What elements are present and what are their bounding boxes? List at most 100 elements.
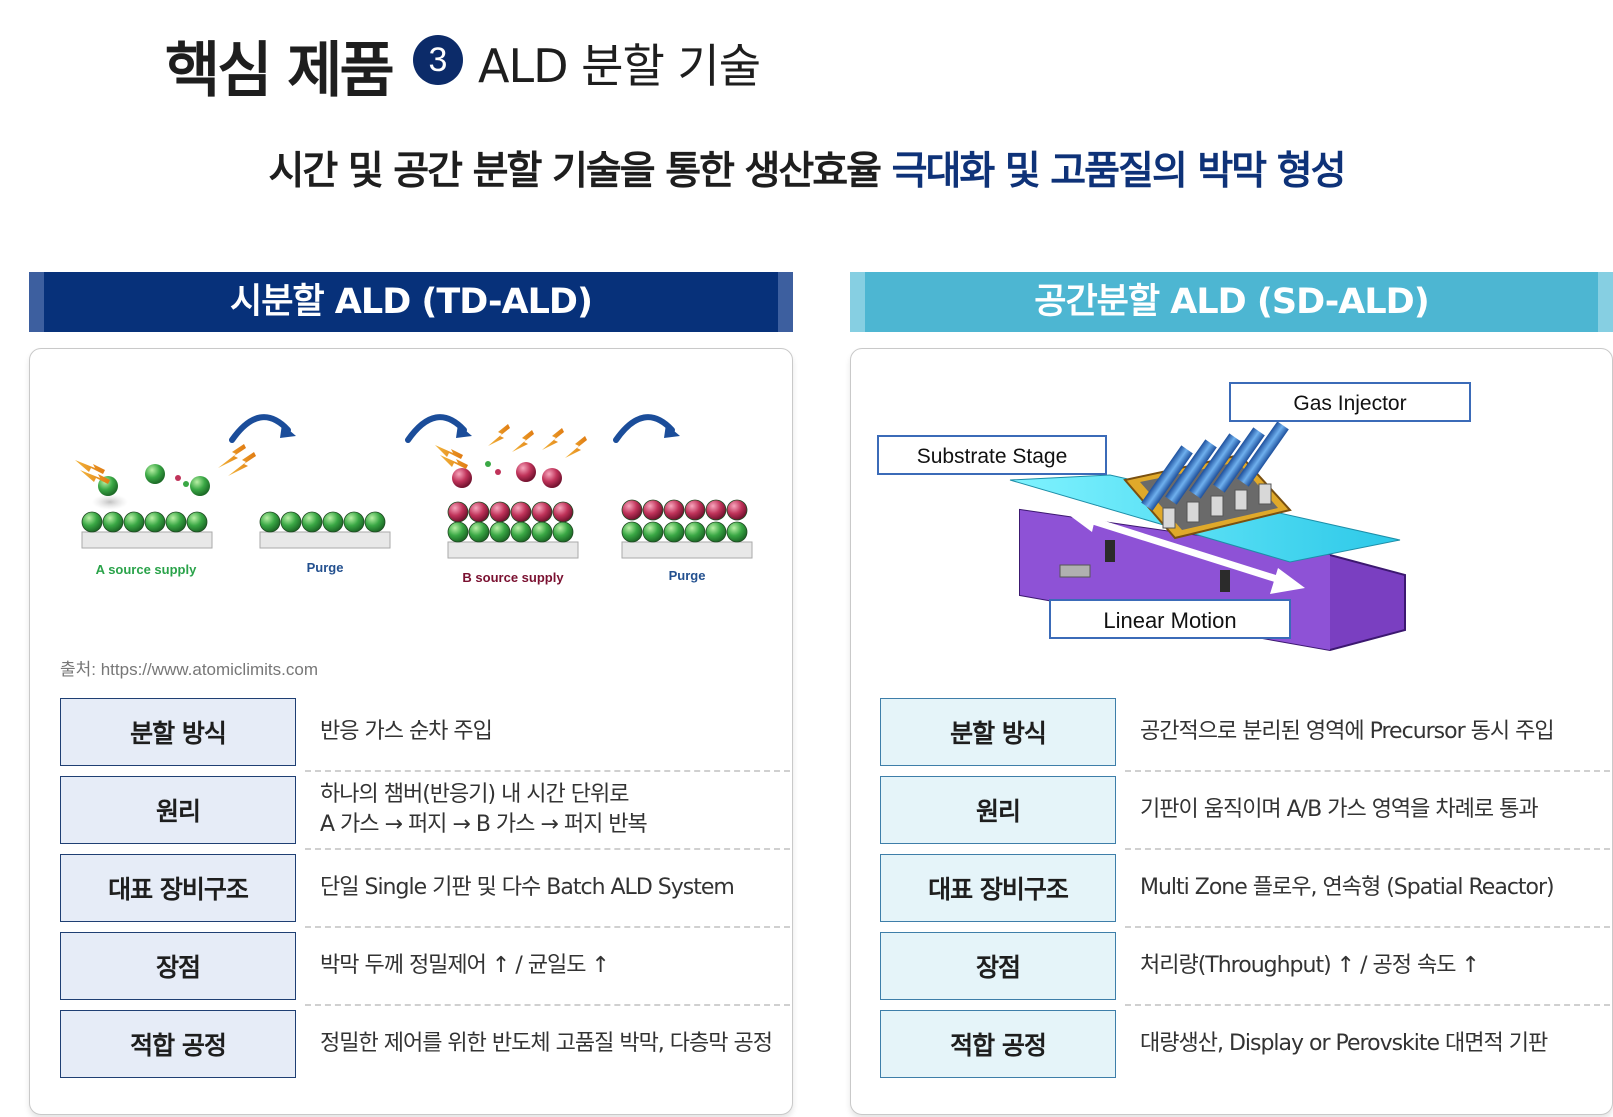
molecule-icon: [510, 501, 532, 523]
molecule-icon: [102, 511, 124, 533]
row-value: 기판이 움직이며 A/B 가스 영역을 차례로 통과: [1140, 797, 1539, 822]
row-value: 처리량(Throughput) ↑ / 공정 속도 ↑: [1140, 953, 1480, 978]
svg-text:Gas Injector: Gas Injector: [1293, 392, 1406, 415]
row-label: 대표 장비구조: [880, 854, 1116, 922]
headline-highlight: 극대화 및 고품질의 박막 형성: [891, 149, 1347, 194]
linear-motion-arrow-icon: [1065, 506, 1305, 594]
injector-pipe: [1141, 445, 1193, 511]
row-label: 대표 장비구조: [60, 854, 296, 922]
injector-nozzle: [1210, 495, 1224, 517]
molecule-icon: [705, 499, 727, 521]
td-ald-table: 분할 방식 반응 가스 순차 주입 원리 하나의 챔버(반응기) 내 시간 단위…: [60, 698, 790, 1088]
row-label: 장점: [880, 932, 1116, 1000]
table-row: 분할 방식 공간적으로 분리된 영역에 Precursor 동시 주입: [880, 698, 1610, 776]
svg-text:Linear Motion: Linear Motion: [1103, 608, 1236, 633]
molecule-icon: [705, 521, 727, 543]
molecule-icon: [343, 511, 365, 533]
molecule-icon: [663, 499, 685, 521]
headline: 시간 및 공간 분할 기술을 통한 생산효율 극대화 및 고품질의 박막 형성: [0, 140, 1613, 196]
molecule-icon: [531, 501, 553, 523]
table-row: 적합 공정 대량생산, Display or Perovskite 대면적 기판: [880, 1010, 1600, 1088]
molecule-icon: [621, 521, 643, 543]
molecule-icon: [322, 511, 344, 533]
gas-injector-pipes: [1141, 421, 1289, 529]
molecule-icon: [165, 511, 187, 533]
sd-ald-equipment-diagram: Gas Injector Substrate Stage Linear Moti…: [877, 382, 1471, 652]
injector-pipe: [1165, 439, 1217, 505]
row-value: 정밀한 제어를 위한 반도체 고품질 박막, 다층막 공정: [320, 1031, 773, 1056]
molecule-icon: [726, 499, 748, 521]
td-ald-cycle-diagram: A source supply Purge B source supply Pu…: [75, 414, 753, 585]
row-value: 박막 두께 정밀제어 ↑ / 균일도 ↑: [320, 953, 610, 978]
molecule-icon: [447, 521, 469, 543]
row-label: 원리: [60, 776, 296, 844]
injector-pipe: [1189, 433, 1241, 499]
injector-nozzle: [1258, 483, 1272, 505]
molecule-icon: [364, 511, 386, 533]
injector-nozzle: [1186, 501, 1200, 523]
stage-a-source: [75, 444, 256, 549]
source-citation: 출처: https://www.atomiclimits.com: [60, 660, 318, 679]
molecule-icon: [684, 521, 706, 543]
stage-purge-1: [259, 531, 391, 549]
molecule-icon: [123, 511, 145, 533]
row-label: 원리: [880, 776, 1116, 844]
row-label: 분할 방식: [880, 698, 1116, 766]
label-b-source-supply: B source supply: [462, 570, 564, 585]
molecule-icon: [301, 511, 323, 533]
callout-gas-injector: Gas Injector: [1229, 382, 1471, 422]
table-row: 장점 처리량(Throughput) ↑ / 공정 속도 ↑: [880, 932, 1610, 1010]
label-purge-1: Purge: [307, 560, 344, 575]
table-row: 대표 장비구조 Multi Zone 플로우, 연속형 (Spatial Rea…: [880, 854, 1610, 932]
row-value: 반응 가스 순차 주입: [320, 719, 493, 744]
table-row: 대표 장비구조 단일 Single 기판 및 다수 Batch ALD Syst…: [60, 854, 790, 932]
sd-ald-table: 분할 방식 공간적으로 분리된 영역에 Precursor 동시 주입 원리 기…: [880, 698, 1610, 1088]
injector-nozzle: [1162, 507, 1176, 529]
molecule-icon: [684, 499, 706, 521]
row-value: Multi Zone 플로우, 연속형 (Spatial Reactor): [1140, 875, 1555, 900]
molecule-icon: [510, 521, 532, 543]
row-value: 단일 Single 기판 및 다수 Batch ALD System: [320, 875, 735, 900]
molecule-icon: [531, 521, 553, 543]
molecule-icon: [642, 499, 664, 521]
sd-ald-heading: 공간분할 ALD (SD-ALD): [850, 272, 1613, 332]
curved-arrow-icon: [229, 414, 675, 443]
label-a-source-supply: A source supply: [96, 562, 197, 577]
stage-purge-2: [621, 541, 753, 559]
page-title: 핵심 제품: [165, 36, 395, 106]
molecule-icon: [552, 521, 574, 543]
table-row: 분할 방식 반응 가스 순차 주입: [60, 698, 790, 776]
section-number-badge: 3: [413, 35, 463, 85]
molecule-icon: [489, 521, 511, 543]
row-label: 적합 공정: [60, 1010, 296, 1078]
injector-pipe: [1213, 427, 1265, 493]
molecule-icon: [447, 501, 469, 523]
row-label: 장점: [60, 932, 296, 1000]
molecule-icon: [621, 499, 643, 521]
page-subtitle: ALD 분할 기술: [478, 39, 761, 93]
molecule-icon: [81, 511, 103, 533]
table-row: 적합 공정 정밀한 제어를 위한 반도체 고품질 박막, 다층막 공정: [60, 1010, 780, 1088]
molecule-icon: [186, 511, 208, 533]
row-value: 공간적으로 분리된 영역에 Precursor 동시 주입: [1140, 719, 1555, 744]
molecule-icon: [726, 521, 748, 543]
molecule-icon: [280, 511, 302, 533]
label-purge-2: Purge: [669, 568, 706, 583]
molecule-icon: [552, 501, 574, 523]
injector-pipe: [1237, 421, 1289, 487]
row-label: 적합 공정: [880, 1010, 1116, 1078]
molecule-icon: [468, 501, 490, 523]
molecule-icon: [489, 501, 511, 523]
injector-nozzle: [1234, 489, 1248, 511]
td-ald-heading: 시분할 ALD (TD-ALD): [29, 272, 793, 332]
callout-linear-motion: Linear Motion: [1049, 599, 1291, 639]
molecule-icon: [468, 521, 490, 543]
headline-prefix: 시간 및 공간 분할 기술을 통한 생산효율: [268, 149, 892, 194]
molecule-icon: [144, 511, 166, 533]
table-row: 원리 기판이 움직이며 A/B 가스 영역을 차례로 통과: [880, 776, 1610, 854]
molecule-icon: [663, 521, 685, 543]
molecule-icon: [642, 521, 664, 543]
stage-b-source: [435, 424, 587, 559]
molecule-icon: [259, 511, 281, 533]
